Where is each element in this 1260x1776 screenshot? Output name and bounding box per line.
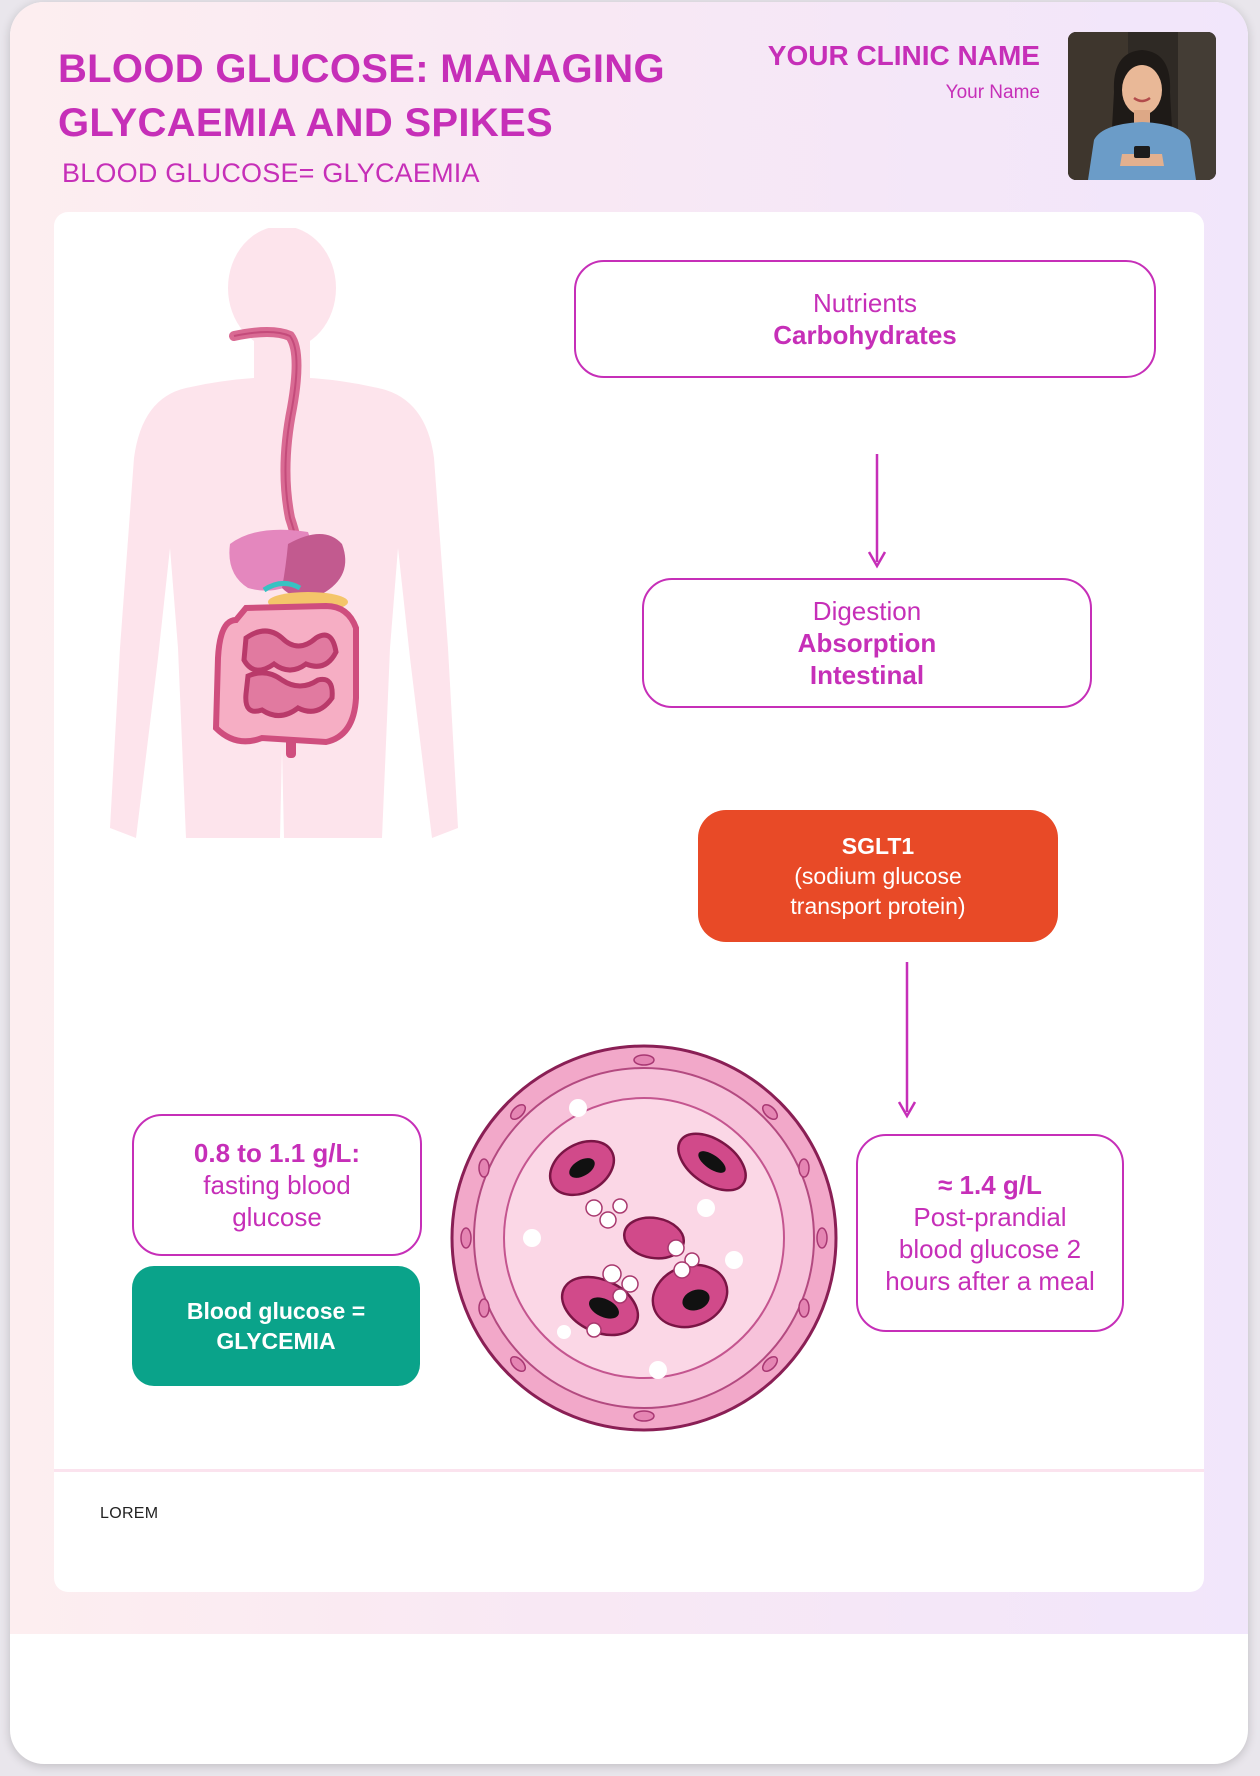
postprandial-desc-line2: blood glucose 2 [898, 1234, 1082, 1264]
human-digestive-illustration [110, 228, 458, 838]
fasting-desc-line2: glucose [232, 1202, 322, 1232]
glycemia-box: Blood glucose = GLYCEMIA [132, 1266, 420, 1386]
sglt1-desc-line2: transport protein) [790, 893, 966, 919]
sglt1-title: SGLT1 [841, 833, 915, 859]
nutrients-box: Nutrients Carbohydrates [574, 260, 1156, 378]
author-name: Your Name [945, 82, 1040, 103]
page-subtitle: BLOOD GLUCOSE= GLYCAEMIA [62, 158, 480, 188]
page-title: BLOOD GLUCOSE: MANAGING GLYCAEMIA AND SP… [58, 47, 665, 145]
digestion-label: Digestion [812, 596, 922, 626]
sglt1-desc-line1: (sodium glucose [794, 863, 962, 889]
nutrients-label: Nutrients [812, 288, 918, 318]
fasting-value: 0.8 to 1.1 g/L: [193, 1138, 361, 1168]
postprandial-desc-line1: Post-prandial [913, 1202, 1067, 1232]
postprandial-glucose-box: ≈ 1.4 g/L Post-prandial blood glucose 2 … [856, 1134, 1124, 1332]
intestinal-label: Intestinal [809, 660, 925, 690]
portrait-photo-icon [1068, 32, 1216, 180]
postprandial-desc-line3: hours after a meal [885, 1266, 1095, 1296]
fasting-glucose-box: 0.8 to 1.1 g/L: fasting blood glucose [132, 1114, 422, 1256]
footer-text: LOREM [100, 1505, 159, 1522]
glycemia-line2: GLYCEMIA [216, 1328, 336, 1354]
document-page: BLOOD GLUCOSE: MANAGING GLYCAEMIA AND SP… [10, 2, 1248, 1764]
portrait-photo [1068, 32, 1216, 180]
arrow-down-icon [867, 454, 887, 569]
fasting-desc-line1: fasting blood [203, 1170, 351, 1200]
absorption-label: Absorption [797, 628, 937, 658]
sglt1-box: SGLT1 (sodium glucose transport protein) [698, 810, 1058, 942]
digestion-box: Digestion Absorption Intestinal [642, 578, 1092, 708]
carbohydrates-label: Carbohydrates [773, 320, 957, 350]
footer-divider [54, 1469, 1204, 1472]
glycemia-line1: Blood glucose = [186, 1298, 366, 1324]
postprandial-value: ≈ 1.4 g/L [938, 1170, 1042, 1200]
arrow-down-icon [897, 962, 917, 1119]
blood-vessel-illustration [450, 1044, 838, 1432]
clinic-name: YOUR CLINIC NAME [767, 40, 1040, 71]
